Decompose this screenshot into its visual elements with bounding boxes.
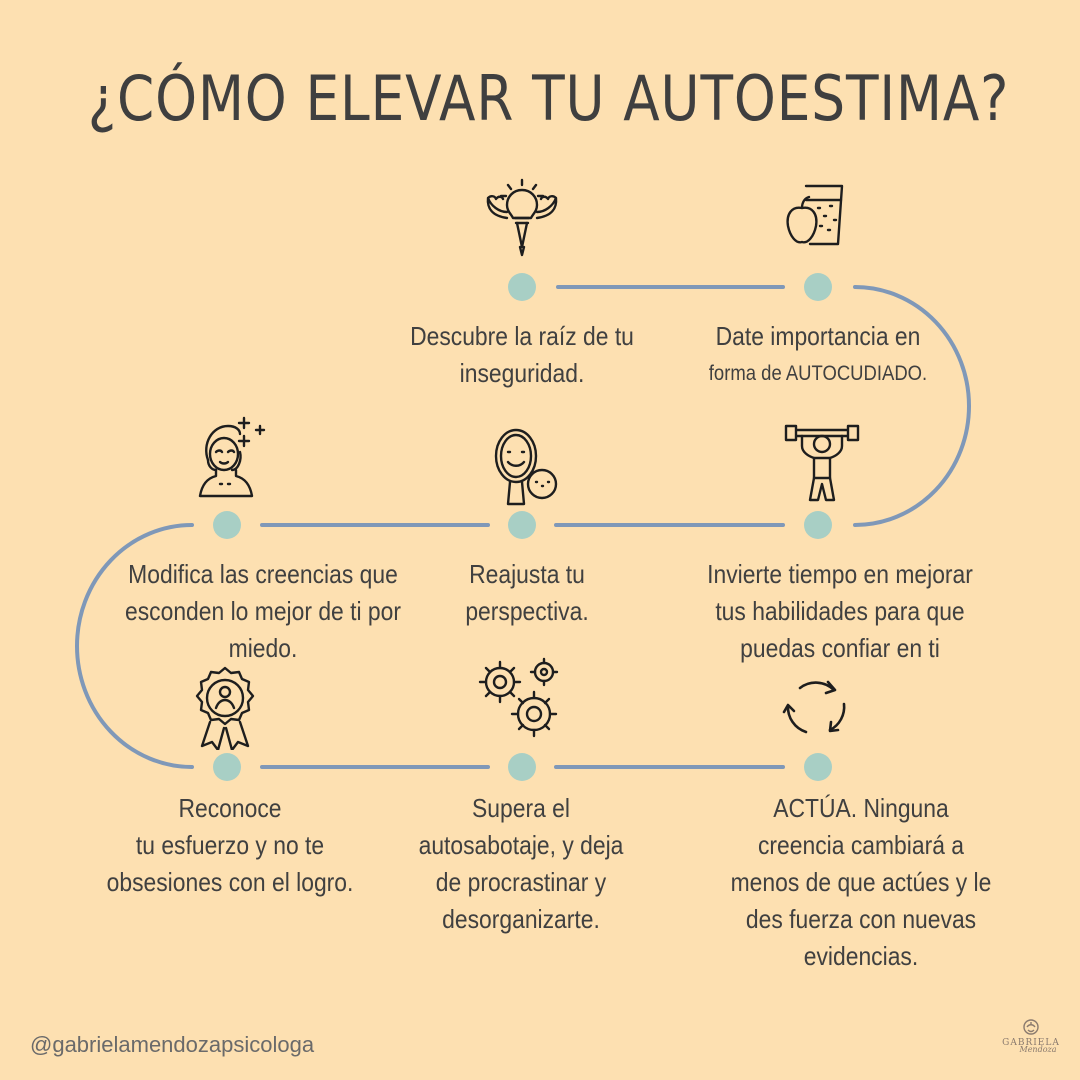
logo-name: GABRIELA bbox=[1002, 1038, 1060, 1048]
step-line: des fuerza con nuevas bbox=[745, 904, 977, 934]
step-line: menos de que actúes y le bbox=[730, 867, 992, 897]
step-node bbox=[804, 753, 832, 781]
step-line: tu esfuerzo y no te bbox=[135, 830, 325, 860]
step-2-text: Date importancia en forma de AUTOCUDIADO… bbox=[686, 318, 950, 392]
step-node bbox=[508, 511, 536, 539]
step-node bbox=[804, 273, 832, 301]
happy-woman-icon bbox=[194, 412, 270, 500]
connector-curve bbox=[853, 285, 971, 527]
weightlifter-icon bbox=[782, 418, 862, 504]
award-ribbon-icon bbox=[190, 664, 260, 750]
instagram-handle: @gabrielamendozapsicologa bbox=[30, 1032, 315, 1057]
step-5-text: Modifica las creencias que esconden lo m… bbox=[109, 556, 417, 667]
step-line: Invierte tiempo en mejorar bbox=[707, 559, 973, 589]
apple-juice-icon bbox=[784, 182, 846, 248]
step-1-text: Descubre la raíz de tu inseguridad. bbox=[381, 318, 663, 392]
step-line: perspectiva. bbox=[465, 596, 589, 626]
step-node bbox=[213, 511, 241, 539]
step-node bbox=[508, 273, 536, 301]
step-4-text: Reajusta tu perspectiva. bbox=[426, 556, 628, 630]
step-6-text: Reconoce tu esfuerzo y no te obsesiones … bbox=[89, 790, 371, 901]
step-line: ACTÚA. Ninguna bbox=[773, 793, 949, 823]
step-line: inseguridad. bbox=[459, 358, 585, 388]
step-node bbox=[213, 753, 241, 781]
step-line: obsesiones con el logro. bbox=[106, 867, 354, 897]
step-line: Date importancia en bbox=[715, 321, 921, 351]
step-line: de procrastinar y bbox=[435, 867, 607, 897]
step-line: Reconoce bbox=[178, 793, 282, 823]
gears-icon bbox=[476, 656, 564, 738]
step-line: puedas confiar en ti bbox=[740, 633, 940, 663]
step-8-text: ACTÚA. Ninguna creencia cambiará a menos… bbox=[716, 790, 1006, 975]
step-line: Reajusta tu bbox=[469, 559, 585, 589]
brand-logo: GABRIELA Mendoza bbox=[996, 1018, 1066, 1054]
step-line: autosabotaje, y deja bbox=[418, 830, 624, 860]
lightbulb-muscles-icon bbox=[484, 176, 560, 258]
hand-mirror-icon bbox=[490, 426, 560, 510]
step-line: Descubre la raíz de tu bbox=[410, 321, 634, 351]
step-node bbox=[804, 511, 832, 539]
step-line: forma de AUTOCUDIADO. bbox=[708, 362, 928, 385]
step-7-text: Supera el autosabotaje, y deja de procra… bbox=[393, 790, 648, 938]
step-node bbox=[508, 753, 536, 781]
step-line: esconden lo mejor de ti por bbox=[125, 596, 401, 626]
step-line: Modifica las creencias que bbox=[128, 559, 398, 589]
step-line: Supera el bbox=[472, 793, 570, 823]
step-line: desorganizarte. bbox=[442, 904, 600, 934]
step-line: evidencias. bbox=[803, 941, 919, 971]
page-title: ¿CÓMO ELEVAR TU AUTOESTIMA? bbox=[87, 62, 1010, 135]
step-line: tus habilidades para que bbox=[715, 596, 965, 626]
connector-curve bbox=[75, 523, 194, 769]
cycle-arrows-icon bbox=[782, 676, 852, 738]
rose-icon bbox=[1023, 1019, 1039, 1035]
step-3-text: Invierte tiempo en mejorar tus habilidad… bbox=[682, 556, 999, 667]
step-line: creencia cambiará a bbox=[757, 830, 965, 860]
step-line: miedo. bbox=[228, 633, 298, 663]
logo-sub: Mendoza bbox=[1019, 1045, 1057, 1054]
